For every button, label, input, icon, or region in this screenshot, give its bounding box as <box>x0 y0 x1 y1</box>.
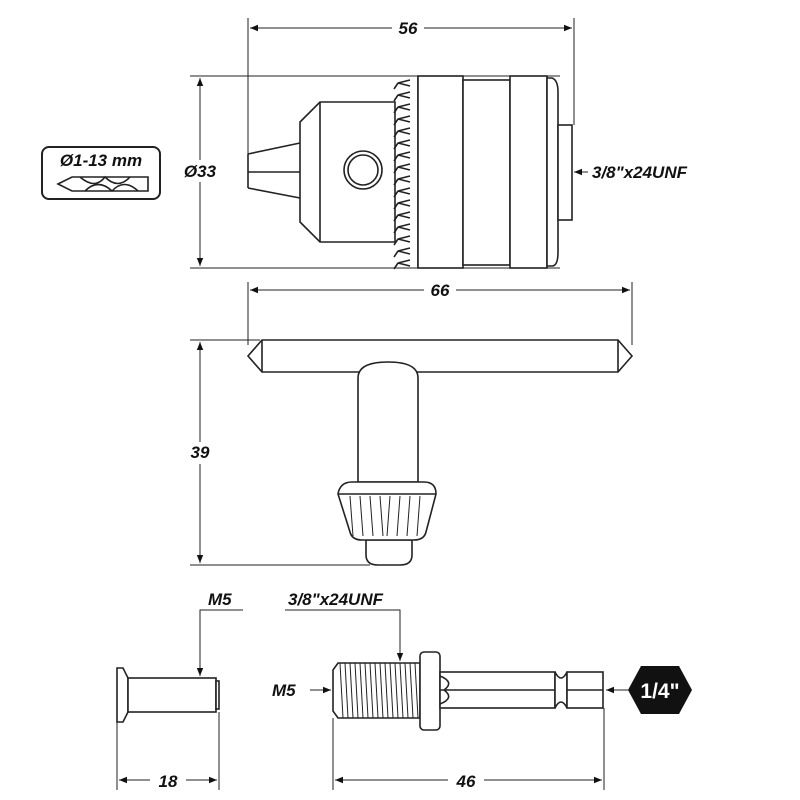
capacity-badge: Ø1-13 mm <box>41 146 161 200</box>
key-hole <box>343 150 383 190</box>
chuck-length-label: 56 <box>399 19 418 38</box>
hex-size-badge: 1/4" <box>628 666 692 714</box>
screw-length-label: 18 <box>159 772 178 791</box>
hex-shank-adapter <box>332 651 605 790</box>
key-height-label: 39 <box>191 443 210 462</box>
capacity-label: Ø1-13 mm <box>60 151 142 170</box>
key-width-label: 66 <box>431 281 450 300</box>
adapter-length-label: 46 <box>456 772 476 791</box>
drill-chuck <box>190 18 575 270</box>
chuck-key <box>190 282 634 566</box>
chuck-thread-label: 3/8"x24UNF <box>592 163 688 182</box>
drill-bit-icon <box>56 175 149 193</box>
adapter-inner-thread-label: M5 <box>272 681 296 700</box>
chuck-diameter-label: Ø33 <box>184 162 217 181</box>
retaining-screw <box>116 667 220 790</box>
adapter-thread-label: 3/8"x24UNF <box>288 590 384 609</box>
screw-thread-label: M5 <box>208 590 232 609</box>
hex-size-label: 1/4" <box>640 680 679 703</box>
gear-teeth <box>393 76 419 270</box>
